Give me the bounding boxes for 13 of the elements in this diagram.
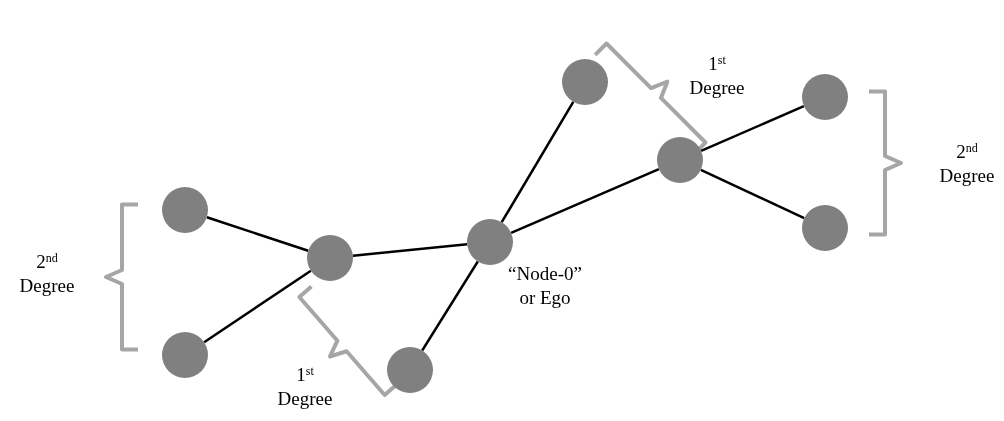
- connector-line: [203, 269, 312, 344]
- connector-line: [206, 216, 309, 252]
- connector-line: [700, 168, 805, 220]
- degree-label: 1$^{st}$ Degree: [688, 52, 746, 100]
- degree-label: 1$^{st}$ Degree: [276, 363, 334, 411]
- connector-line: [500, 101, 575, 223]
- connector-line: [421, 260, 479, 352]
- degree-label: 2$^{nd}$ Degree: [18, 250, 76, 298]
- connector-line: [352, 243, 468, 257]
- degree-label: 2$^{nd}$ Degree: [938, 140, 996, 188]
- connector-line: [700, 105, 805, 152]
- connector-line: [510, 167, 660, 235]
- node-label: “Node-0” or Ego: [507, 262, 583, 310]
